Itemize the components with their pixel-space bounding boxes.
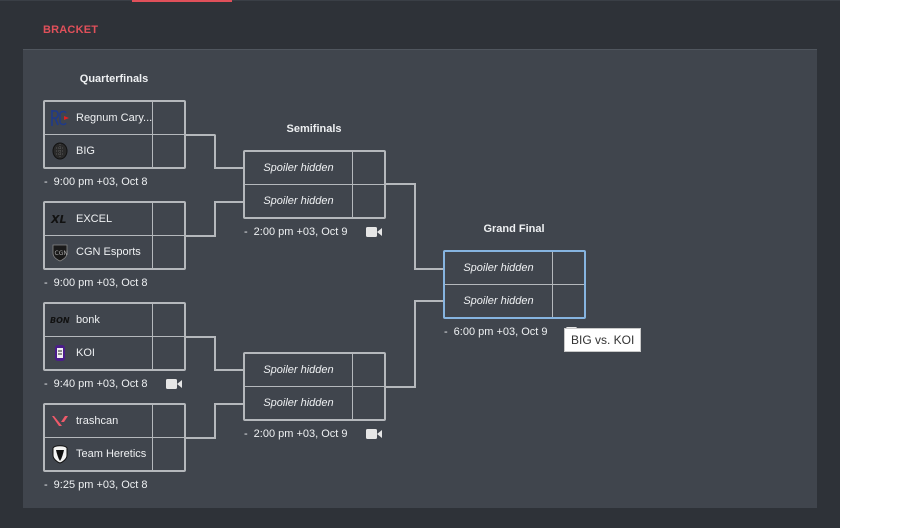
team-row[interactable]: trashcan [45, 405, 184, 438]
round-title-quarterfinals: Quarterfinals [79, 73, 149, 85]
bracket-connector [186, 336, 216, 371]
team-row[interactable]: Team Heretics [45, 438, 184, 470]
team-row[interactable]: Regnum Cary... [45, 102, 184, 135]
active-tab-indicator [132, 0, 232, 2]
bracket-connector [214, 201, 244, 203]
team-name: CGN Esports [76, 246, 141, 258]
bracket-connector [186, 403, 216, 439]
big-logo-icon [50, 141, 70, 161]
spoiler-hidden-label[interactable]: Spoiler hidden [263, 162, 334, 174]
trashcan-logo-icon [50, 411, 70, 431]
svg-text:XL: XL [50, 213, 67, 226]
team-row[interactable]: Spoiler hidden [445, 285, 584, 317]
match-time: -9:00 pm +03, Oct 8 [44, 176, 148, 188]
match-quarterfinal-2[interactable]: XL EXCEL CGN CGN Esports [43, 201, 186, 270]
bonk-logo-icon: BONK [50, 310, 70, 330]
video-stream-icon[interactable] [166, 379, 182, 389]
match-time: -2:00 pm +03, Oct 9 [244, 428, 348, 440]
video-stream-icon[interactable] [366, 429, 382, 439]
svg-text:BONK: BONK [50, 316, 70, 325]
excel-logo-icon: XL [50, 209, 70, 229]
team-name: BIG [76, 145, 95, 157]
match-tooltip: BIG vs. KOI [564, 328, 642, 352]
score-column [552, 252, 584, 317]
team-name: KOI [76, 347, 95, 359]
regnum-carya-logo-icon [50, 108, 70, 128]
round-title-grand-final: Grand Final [483, 223, 545, 235]
team-row[interactable]: XL EXCEL [45, 203, 184, 236]
team-name: EXCEL [76, 213, 113, 225]
team-heretics-logo-icon [50, 444, 70, 464]
score-column [352, 152, 384, 217]
bracket-connector [414, 300, 444, 302]
team-row[interactable]: BIG [45, 135, 184, 167]
score-column [152, 203, 184, 268]
team-row[interactable]: Spoiler hidden [245, 354, 384, 387]
match-quarterfinal-3[interactable]: BONK bonk KOI [43, 302, 186, 371]
match-semifinal-2[interactable]: Spoiler hidden Spoiler hidden [243, 352, 386, 421]
score-column [152, 405, 184, 470]
team-name: Team Heretics [76, 448, 147, 460]
bracket-connector [214, 369, 244, 371]
spoiler-hidden-label[interactable]: Spoiler hidden [463, 295, 534, 307]
match-time: -2:00 pm +03, Oct 9 [244, 226, 348, 238]
bracket-connector [186, 134, 216, 169]
bracket-connector [214, 167, 244, 169]
page-background: BRACKET Quarterfinals Semifinals Grand F… [0, 0, 840, 528]
team-row[interactable]: Spoiler hidden [245, 152, 384, 185]
team-row[interactable]: KOI [45, 337, 184, 369]
team-name: Regnum Cary... [76, 112, 153, 124]
team-row[interactable]: CGN CGN Esports [45, 236, 184, 268]
bracket-connector [386, 183, 416, 270]
team-row[interactable]: BONK bonk [45, 304, 184, 337]
spoiler-hidden-label[interactable]: Spoiler hidden [263, 364, 334, 376]
video-stream-icon[interactable] [366, 227, 382, 237]
spoiler-hidden-label[interactable]: Spoiler hidden [263, 195, 334, 207]
match-time: -9:25 pm +03, Oct 8 [44, 479, 148, 491]
score-column [352, 354, 384, 419]
match-time: -6:00 pm +03, Oct 9 [444, 326, 548, 338]
score-column [152, 304, 184, 369]
bracket-connector [186, 201, 216, 237]
svg-text:CGN: CGN [55, 250, 68, 257]
team-row[interactable]: Spoiler hidden [245, 387, 384, 419]
score-column [152, 102, 184, 167]
team-name: trashcan [76, 415, 119, 427]
bracket-connector [414, 268, 444, 270]
match-quarterfinal-4[interactable]: trashcan Team Heretics [43, 403, 186, 472]
team-name: bonk [76, 314, 100, 326]
match-grand-final[interactable]: Spoiler hidden Spoiler hidden [443, 250, 586, 319]
cgn-esports-logo-icon: CGN [50, 242, 70, 262]
team-row[interactable]: Spoiler hidden [245, 185, 384, 217]
spoiler-hidden-label[interactable]: Spoiler hidden [463, 262, 534, 274]
round-title-semifinals: Semifinals [286, 123, 342, 135]
match-quarterfinal-1[interactable]: Regnum Cary... BIG [43, 100, 186, 169]
bracket-connector [386, 300, 416, 388]
section-title: BRACKET [43, 24, 99, 36]
match-time: -9:00 pm +03, Oct 8 [44, 277, 148, 289]
spoiler-hidden-label[interactable]: Spoiler hidden [263, 397, 334, 409]
match-time: -9:40 pm +03, Oct 8 [44, 378, 148, 390]
team-row[interactable]: Spoiler hidden [445, 252, 584, 285]
bracket-connector [214, 403, 244, 405]
top-divider [0, 0, 840, 1]
koi-logo-icon [50, 343, 70, 363]
match-semifinal-1[interactable]: Spoiler hidden Spoiler hidden [243, 150, 386, 219]
